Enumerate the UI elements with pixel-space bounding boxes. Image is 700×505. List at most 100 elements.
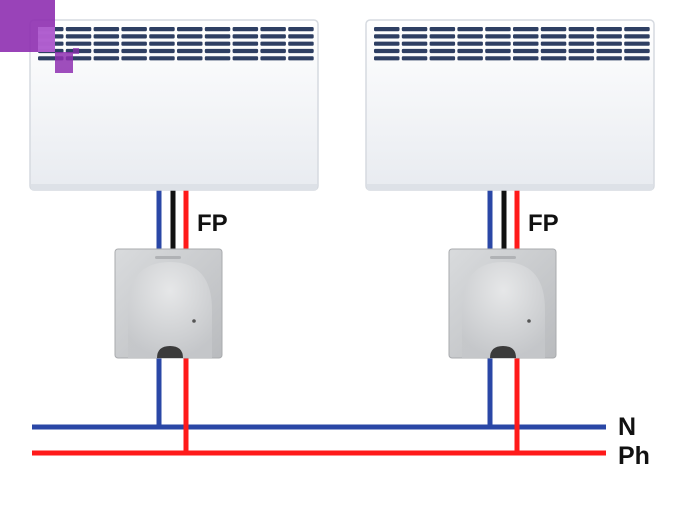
grille-slot [596, 27, 622, 32]
grille-slot [121, 56, 147, 61]
grille-slot [568, 41, 595, 46]
grille-slot [260, 34, 286, 39]
grille-slot [121, 27, 147, 32]
grille-slot [204, 56, 231, 61]
grille-slot [149, 27, 175, 32]
grille-slot [513, 56, 539, 61]
grille-slot [121, 34, 147, 39]
grille-slot [232, 48, 259, 54]
grille-slot [513, 34, 539, 39]
grille-slot [457, 56, 483, 61]
heater-left-unit [29, 19, 319, 455]
grille-slot [149, 41, 175, 46]
grille-slot [93, 34, 120, 39]
brand-logo-icon [0, 0, 79, 73]
grille-slot [288, 48, 314, 54]
grille-slot [93, 56, 120, 61]
grille-slot [485, 34, 511, 39]
grille-slot [596, 56, 622, 61]
grille-slot [568, 48, 595, 54]
grille-slot [93, 48, 120, 54]
grille-slot [457, 48, 483, 54]
grille-slot [429, 27, 456, 32]
grille-slot [401, 48, 428, 54]
heater-right-grille [374, 27, 650, 61]
grille-slot [121, 48, 147, 54]
grille-slot [177, 56, 203, 61]
grille-slot [457, 41, 483, 46]
heater-right-unit [365, 19, 655, 455]
grille-slot [374, 34, 400, 39]
grille-slot [177, 41, 203, 46]
grille-slot [624, 56, 650, 61]
grille-slot [374, 41, 400, 46]
grille-slot [149, 48, 175, 54]
grille-slot [401, 27, 428, 32]
grille-slot [121, 41, 147, 46]
grille-slot [429, 41, 456, 46]
grille-slot [232, 27, 259, 32]
grille-slot [457, 34, 483, 39]
grille-slot [374, 48, 400, 54]
grille-slot [513, 27, 539, 32]
grille-slot [204, 34, 231, 39]
grille-slot [596, 48, 622, 54]
grille-slot [485, 48, 511, 54]
grille-slot [568, 34, 595, 39]
grille-slot [149, 34, 175, 39]
grille-slot [485, 27, 511, 32]
grille-slot [513, 41, 539, 46]
grille-slot [260, 48, 286, 54]
grille-slot [177, 34, 203, 39]
grille-slot [374, 27, 400, 32]
grille-slot [540, 34, 567, 39]
grille-slot [374, 56, 400, 61]
grille-slot [485, 41, 511, 46]
grille-slot [149, 56, 175, 61]
grille-slot [177, 48, 203, 54]
grille-slot [624, 48, 650, 54]
grille-slot [568, 56, 595, 61]
grille-slot [540, 48, 567, 54]
grille-slot [624, 34, 650, 39]
grille-slot [457, 27, 483, 32]
grille-slot [288, 41, 314, 46]
grille-slot [568, 27, 595, 32]
fp-label-left: FP [197, 210, 228, 237]
grille-slot [429, 34, 456, 39]
grille-slot [204, 27, 231, 32]
grille-slot [260, 56, 286, 61]
grille-slot [540, 27, 567, 32]
grille-slot [232, 56, 259, 61]
junction-box-left [114, 248, 223, 359]
neutral-label: N [618, 413, 637, 441]
grille-slot [540, 56, 567, 61]
grille-slot [65, 34, 92, 39]
grille-slot [65, 41, 92, 46]
grille-slot [401, 41, 428, 46]
phase-label: Ph [618, 442, 650, 470]
grille-slot [260, 27, 286, 32]
grille-slot [288, 27, 314, 32]
grille-slot [540, 41, 567, 46]
grille-slot [429, 56, 456, 61]
grille-slot [204, 41, 231, 46]
grille-slot [93, 41, 120, 46]
grille-slot [204, 48, 231, 54]
grille-slot [93, 27, 120, 32]
grille-slot [624, 41, 650, 46]
grille-slot [624, 27, 650, 32]
grille-slot [485, 56, 511, 61]
grille-slot [401, 56, 428, 61]
grille-slot [429, 48, 456, 54]
junction-box-right [448, 248, 557, 359]
fp-label-right: FP [528, 210, 559, 237]
grille-slot [177, 27, 203, 32]
grille-slot [596, 34, 622, 39]
grille-slot [232, 41, 259, 46]
grille-slot [401, 34, 428, 39]
grille-slot [288, 56, 314, 61]
heater-right [365, 19, 655, 191]
grille-slot [260, 41, 286, 46]
